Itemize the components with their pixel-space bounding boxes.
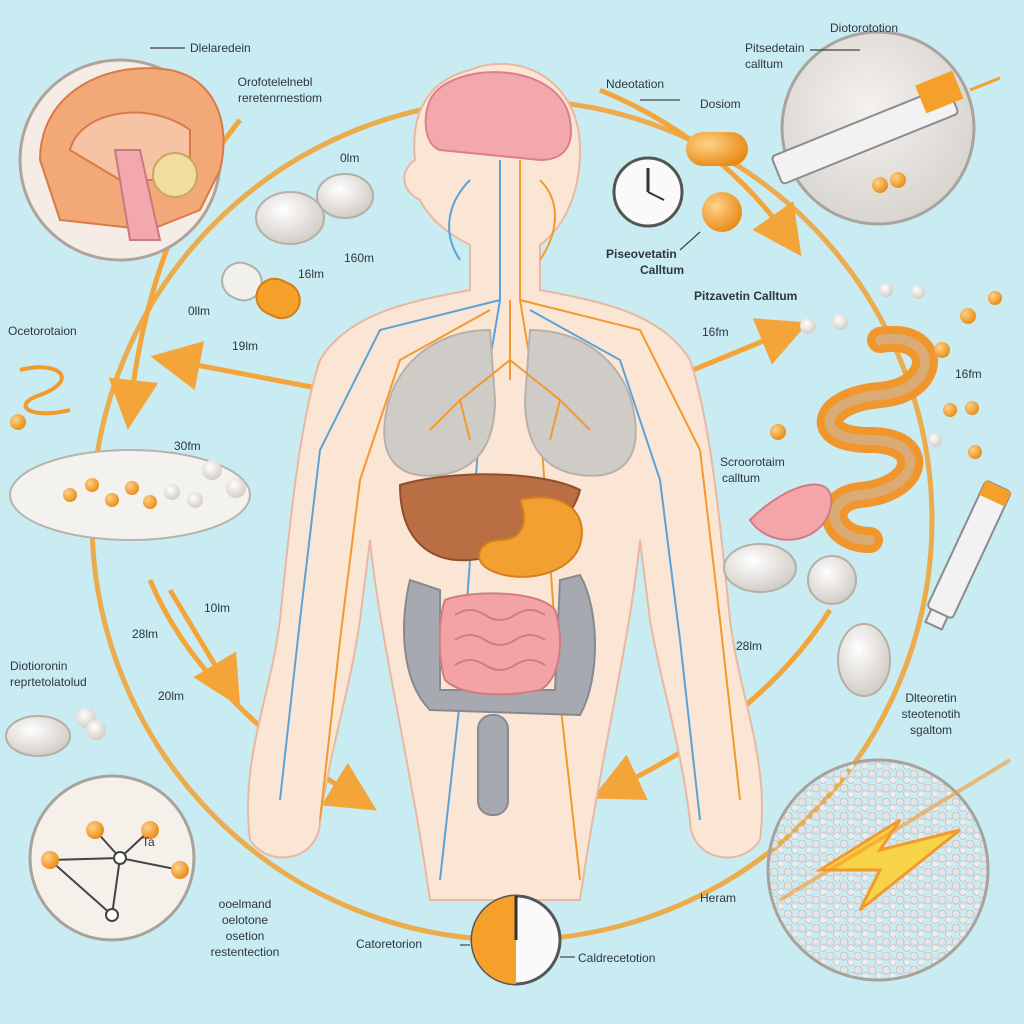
dose-label: 10lm (204, 601, 231, 615)
dose-label: 20lm (158, 689, 185, 703)
dose-label: 160m (344, 251, 375, 265)
intestine-folds (454, 609, 546, 671)
texture-panel (766, 758, 1012, 982)
label-clock-1: Piseovetatin (606, 247, 677, 261)
label-right-lower-2: steotenotih (901, 707, 961, 721)
label-right-lower-3: sgaltom (909, 723, 953, 737)
label-brain-sub-1: Orofotelelnebl (237, 75, 313, 89)
label-syringe-sub-1: Pitsedetain (745, 41, 805, 55)
label-dose-top: Dosiom (700, 97, 741, 111)
label-clock-2: Calltum (640, 263, 685, 277)
scattered-dots (770, 283, 1002, 459)
pills-upper-left (221, 173, 374, 320)
label-bottom-left-3: osetion (225, 929, 265, 943)
label-bottom-left-4: restentection (210, 945, 280, 959)
label-syringe-sub-2: calltum (745, 57, 784, 71)
vial-icon (924, 480, 1012, 631)
dose-label: 19lm (232, 339, 259, 353)
label-right-lower-1: Dlteoretin (905, 691, 957, 705)
syringe-icon (771, 70, 1001, 185)
dose-label: 0llm (188, 304, 211, 318)
pills-right (723, 483, 891, 697)
label-syringe-title: Diotorototion (830, 21, 899, 35)
granule-dish (9, 365, 251, 541)
granules (63, 460, 246, 509)
brain-in-head (424, 71, 572, 162)
right-lung (523, 328, 637, 477)
human-body (247, 62, 763, 901)
orange-pills-top (686, 132, 748, 232)
brainstem (113, 149, 162, 241)
capsule-pill (221, 261, 301, 320)
dose-label: 0lm (340, 151, 360, 165)
dose-label: 28lm (736, 639, 763, 653)
arrow-lower-left-diag (167, 588, 241, 708)
cerebellum-icon (152, 152, 198, 198)
label-heram: Heram (700, 891, 737, 905)
label-bottom-left-1: ooelmand (218, 897, 272, 911)
label-left-mid: Ocetorotaion (8, 324, 77, 338)
dose-label: 16fm (955, 367, 982, 381)
coil-structure (816, 325, 938, 553)
label-left-lower-1: Diotioronin (10, 659, 68, 673)
syringe-panel (771, 30, 1001, 226)
label-molecule-tag: Ta (142, 835, 155, 849)
lightning-icon (814, 818, 961, 912)
label-top-center: Ndeotation (606, 77, 665, 91)
molecule-panel (5, 708, 196, 942)
label-bottom-center-right: Caldrecetotion (578, 951, 656, 965)
label-right-mid-2: calltum (722, 471, 761, 485)
dose-label: 16lm (298, 267, 325, 281)
leader-lines (150, 47, 860, 958)
left-lung (383, 328, 497, 477)
dose-label: 28lm (132, 627, 159, 641)
dose-label: 16fm (702, 325, 729, 339)
label-brain-title: Dlelaredein (190, 41, 251, 55)
small-intestine (438, 592, 561, 696)
brain-panel (18, 58, 225, 262)
bronchi (429, 300, 591, 441)
rectum (477, 714, 509, 816)
label-brain-sub-2: reretenrnestiom (237, 91, 323, 105)
label-right-mid-1: Scroorotaim (720, 455, 785, 469)
gauge-icon (470, 894, 562, 986)
label-bottom-left-2: oelotone (221, 913, 269, 927)
clock-icon (612, 156, 684, 228)
large-intestine (403, 573, 596, 717)
stomach (478, 496, 583, 578)
dose-label: 30fm (174, 439, 201, 453)
label-left-lower-2: reprtetolatolud (10, 675, 87, 689)
label-bottom-center-left: Catoretorion (356, 937, 423, 951)
label-right-main: Pitzavetin Calltum (694, 289, 798, 303)
